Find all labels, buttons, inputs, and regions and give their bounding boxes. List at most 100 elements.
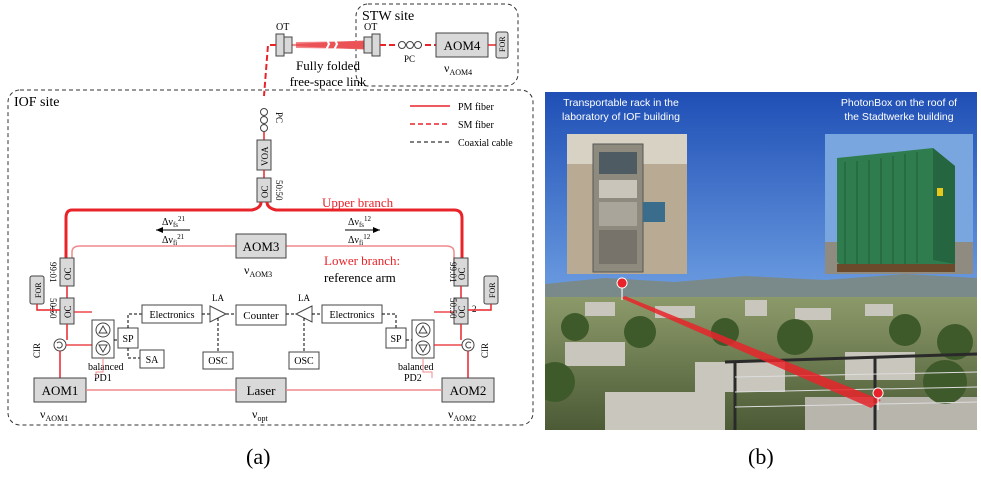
inset-left-label-1: Transportable rack in the bbox=[563, 97, 679, 109]
trees bbox=[545, 313, 973, 404]
cir-label-left: CIR bbox=[32, 343, 42, 358]
inset-right-label-2: the Stadtwerke building bbox=[844, 111, 953, 123]
reference-arm-label: reference arm bbox=[324, 270, 396, 285]
inset-rack-photo bbox=[567, 134, 687, 274]
ratio-9901-left: 99:01 bbox=[48, 262, 58, 283]
oc-5050-right-label: OC bbox=[457, 305, 467, 318]
inset-left-label-2: laboratory of IOF building bbox=[562, 111, 680, 123]
ratio-5050-left: 50:50 bbox=[48, 298, 58, 319]
sa-label: SA bbox=[146, 355, 160, 366]
sp-label-left: SP bbox=[122, 334, 134, 345]
fiber-left-pd1 bbox=[66, 311, 92, 346]
upper-branch-fiber bbox=[64, 201, 464, 258]
fiber-right-pd2 bbox=[434, 311, 466, 346]
for-label-stw: FOR bbox=[498, 36, 507, 52]
port-1: 1 bbox=[50, 304, 55, 314]
aom3-box bbox=[235, 233, 287, 259]
osc-box-right bbox=[288, 351, 320, 370]
balanced-pd1 bbox=[91, 319, 115, 359]
polarization-controller-stw bbox=[398, 41, 422, 49]
reference-arm-fiber bbox=[71, 245, 455, 262]
cir-label-right: CIR bbox=[480, 343, 490, 358]
counter-label: Counter bbox=[243, 310, 279, 322]
lower-branch-label: Lower branch: bbox=[324, 253, 400, 268]
pd2-label: PD2 bbox=[404, 373, 422, 384]
ratio-9901-right: 99:01 bbox=[448, 262, 458, 283]
link-beam bbox=[621, 296, 881, 408]
pd1-label: PD1 bbox=[94, 373, 112, 384]
for-right-label: FOR bbox=[488, 282, 497, 298]
coax-sp-sa bbox=[127, 348, 140, 359]
legend-pm: PM fiber bbox=[458, 102, 495, 113]
svg-text:Δνfs21: Δνfs21 bbox=[162, 215, 186, 229]
link-break-mark bbox=[325, 37, 339, 51]
coax-sp-electronics-left bbox=[127, 313, 142, 328]
ratio-5050-right: 50:50 bbox=[448, 298, 458, 319]
inset-photonbox-photo bbox=[825, 134, 973, 274]
balanced-label-2: balanced bbox=[398, 362, 434, 373]
oc-5050-left-label: OC bbox=[63, 305, 73, 318]
nu-aom2: νAOM2 bbox=[448, 407, 476, 423]
aom1-label: AOM1 bbox=[42, 383, 79, 398]
nu-aom4: νAOM4 bbox=[444, 61, 472, 77]
oc-9901-right-label: OC bbox=[457, 267, 467, 280]
osc-label-left: OSC bbox=[208, 356, 228, 367]
pc-label-iof: PC bbox=[274, 112, 284, 123]
ot-label-left: OT bbox=[276, 22, 289, 33]
pc-label-stw: PC bbox=[404, 54, 415, 64]
sa-box bbox=[139, 349, 165, 369]
la-label-right: LA bbox=[298, 293, 310, 303]
telescope-right bbox=[363, 33, 381, 57]
oc-top-ratio: 50:50 bbox=[274, 180, 284, 201]
circulator-right bbox=[461, 338, 475, 352]
svg-text:Δνfs12: Δνfs12 bbox=[348, 215, 372, 229]
fiber-for-right bbox=[468, 304, 492, 311]
port-2: 2 bbox=[472, 304, 477, 314]
stw-site-label: STW site bbox=[362, 9, 414, 24]
oc-9901-left-label: OC bbox=[63, 267, 73, 280]
railing-wires bbox=[734, 371, 977, 408]
electronics-label-left: Electronics bbox=[150, 310, 195, 321]
iof-site-label: IOF site bbox=[14, 95, 60, 110]
nu-opt: νopt bbox=[252, 407, 268, 423]
osc-label-right: OSC bbox=[294, 356, 314, 367]
free-space-beam-glow bbox=[296, 41, 368, 49]
for-left-label: FOR bbox=[34, 282, 43, 298]
legend-sm: SM fiber bbox=[458, 120, 495, 131]
caption-b: (b) bbox=[748, 444, 774, 469]
telescope-left bbox=[275, 33, 293, 57]
site-photo: Transportable rack in the laboratory of … bbox=[545, 92, 977, 430]
freq-shift-left: Δνfs21 Δνfi21 bbox=[156, 215, 190, 247]
location-pin-left bbox=[616, 277, 628, 301]
aom4-label: AOM4 bbox=[444, 38, 481, 53]
sp-label-right: SP bbox=[390, 334, 402, 345]
link-label-2: free-space link bbox=[290, 74, 367, 89]
upper-branch-label: Upper branch bbox=[322, 195, 394, 210]
svg-text:Δνfi21: Δνfi21 bbox=[162, 233, 185, 247]
aom3-label: AOM3 bbox=[243, 239, 280, 254]
oc-top-label: OC bbox=[260, 185, 270, 198]
aom4-box bbox=[435, 32, 489, 58]
buildings bbox=[565, 300, 977, 430]
circulator-left-arrow bbox=[56, 341, 63, 349]
legend: PM fiber SM fiber Coaxial cable bbox=[410, 102, 513, 149]
aom2-label: AOM2 bbox=[450, 383, 487, 398]
la-label-left: LA bbox=[212, 293, 224, 303]
inset-right-label-1: PhotonBox on the roof of bbox=[841, 97, 957, 109]
sp-box-right bbox=[385, 327, 407, 349]
ot-label-right: OT bbox=[364, 22, 377, 33]
link-label-1: Fully folded bbox=[296, 58, 360, 73]
laser-label: Laser bbox=[247, 383, 277, 398]
for-box-stw bbox=[495, 31, 509, 59]
circulator-left bbox=[53, 338, 67, 352]
setup-diagram: IOF site STW site PM fiber SM fiber Coax… bbox=[7, 3, 534, 426]
oc-top-box bbox=[256, 177, 272, 203]
caption-a: (a) bbox=[246, 444, 271, 469]
aom2-box bbox=[441, 377, 495, 403]
fiber-pd-laser bbox=[95, 358, 433, 378]
electronics-label-right: Electronics bbox=[330, 310, 375, 321]
sm-fiber-down bbox=[263, 44, 276, 97]
fiber-for-left bbox=[36, 304, 60, 311]
circulator-right-arrow bbox=[465, 341, 472, 349]
freq-shift-right: Δνfs12 Δνfi12 bbox=[345, 215, 380, 247]
